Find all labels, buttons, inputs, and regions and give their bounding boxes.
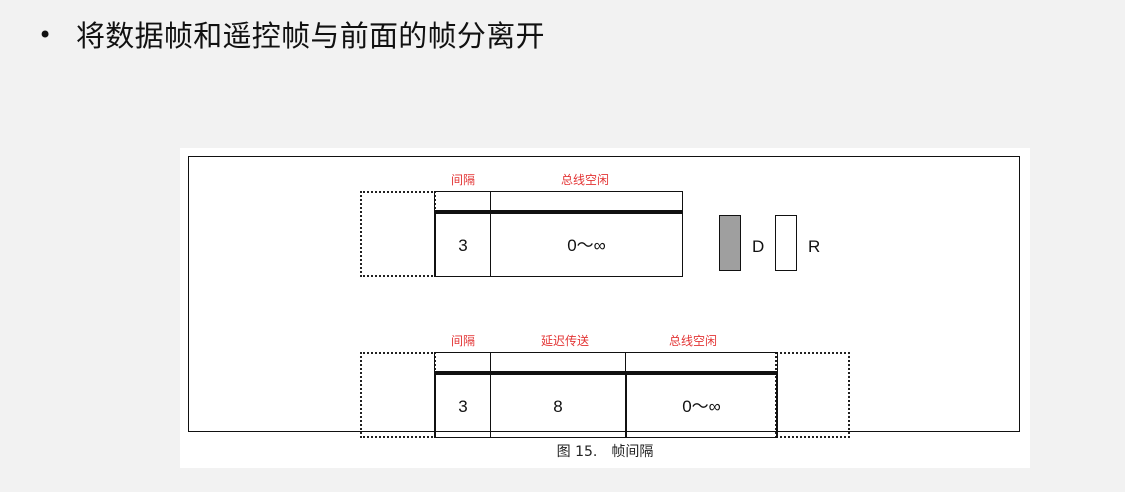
bottom-delay-header-cell (490, 352, 626, 372)
top-bus-idle-value-cell: 0～∞ (490, 214, 683, 277)
top-bus-idle-header-cell (490, 191, 683, 211)
bullet-dot: • (38, 21, 53, 49)
top-gap-label: 间隔 (450, 173, 476, 187)
interframe-space-diagram: 间隔 总线空闲 3 0～∞ D R 间隔 延迟传送 总线空闲 3 8 0～∞ (188, 156, 1020, 438)
bottom-gap-header-cell (434, 352, 491, 372)
bottom-bus-idle-label: 总线空闲 (668, 334, 718, 348)
top-gap-header-cell (434, 191, 491, 211)
bottom-bus-idle-header-cell (625, 352, 778, 372)
dominant-level-swatch (719, 215, 741, 271)
bottom-delay-value-cell: 8 (490, 375, 626, 438)
bottom-row-bold-level-line (434, 371, 778, 375)
figure-caption: 图 15. 帧间隔 (556, 444, 654, 460)
bottom-delay-transmit-label: 延迟传送 (540, 334, 590, 348)
bottom-bus-idle-value-cell: 0～∞ (625, 375, 778, 438)
top-previous-frame (360, 191, 436, 277)
figure-card: 间隔 总线空闲 3 0～∞ D R 间隔 延迟传送 总线空闲 3 8 0～∞ 图… (180, 148, 1030, 468)
top-row-bold-level-line (434, 210, 683, 214)
recessive-level-swatch (775, 215, 797, 271)
bottom-previous-frame (360, 352, 436, 438)
bullet-item: • 将数据帧和遥控帧与前面的帧分离开 (38, 14, 545, 58)
dominant-level-label: D (752, 237, 765, 256)
top-bus-idle-label: 总线空闲 (560, 173, 610, 187)
bottom-gap-value-cell: 3 (434, 375, 491, 438)
recessive-level-label: R (808, 237, 821, 256)
top-gap-value-cell: 3 (434, 214, 491, 277)
bullet-text: 将数据帧和遥控帧与前面的帧分离开 (76, 18, 545, 53)
bottom-gap-label: 间隔 (450, 334, 476, 348)
bottom-next-frame (775, 352, 850, 438)
